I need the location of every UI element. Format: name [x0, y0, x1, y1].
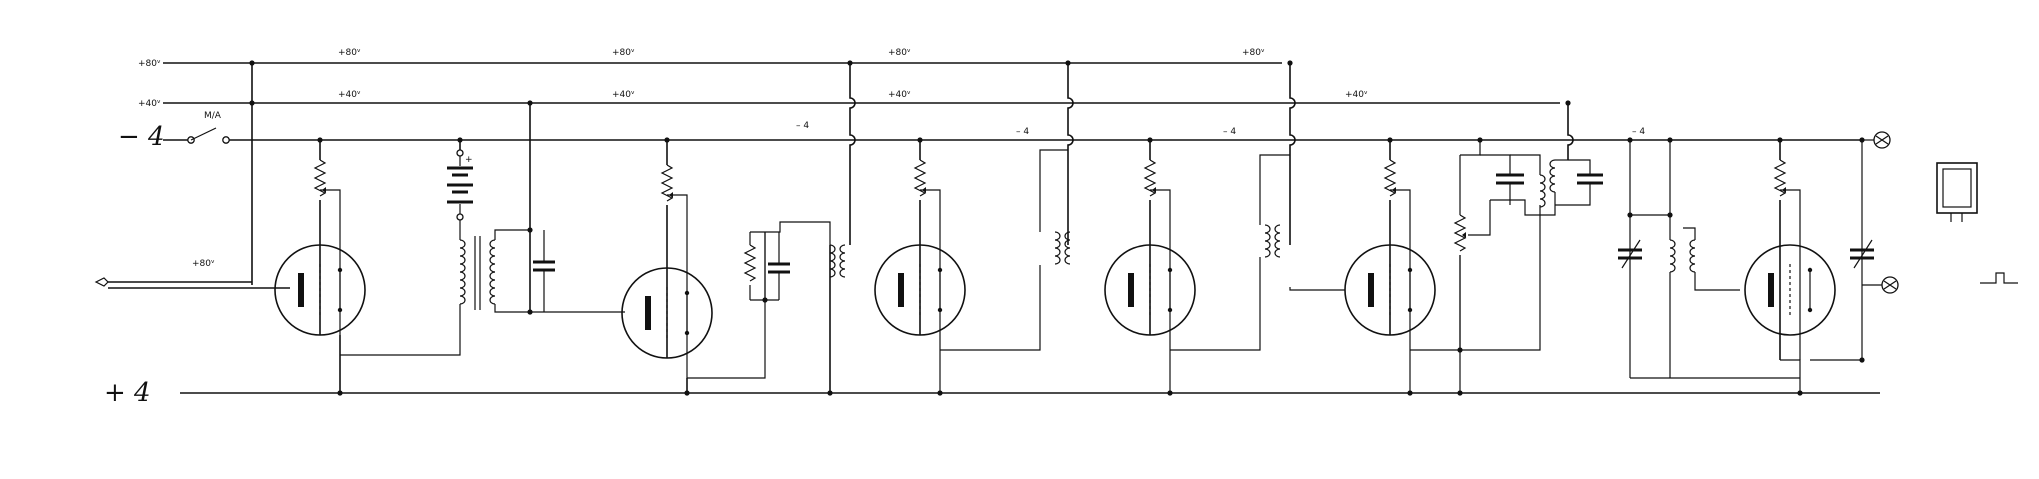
terminal-bottom-icon — [1862, 276, 1899, 294]
rail-labels: +80ᵛ +40ᵛ − 4 + 4 M/A +80ᵛ +80ᵛ +80ᵛ +80… — [104, 48, 1645, 408]
tube-5 — [1289, 137, 1603, 396]
rail-crossovers — [847, 60, 1574, 245]
minus4-label-1: – 4 — [796, 121, 809, 131]
switch-label: M/A — [204, 111, 222, 121]
plus80-label-1: +80ᵛ — [338, 48, 361, 58]
plus80-label-3: +80ᵛ — [888, 48, 911, 58]
plus40-label-4: +40ᵛ — [1345, 90, 1368, 100]
aerial-symbol-icon — [1980, 272, 2018, 284]
supply-rails — [163, 60, 1880, 394]
rail-plus80-label: +80ᵛ — [138, 59, 161, 69]
plus80-label-4: +80ᵛ — [1242, 48, 1265, 58]
output-tube — [1744, 244, 1836, 336]
tube-6-output — [1618, 137, 1874, 396]
output-terminals — [1862, 131, 1899, 294]
rail-minus4-label: − 4 — [118, 122, 165, 152]
terminal-top-icon — [1862, 131, 1891, 149]
tube-1 — [274, 137, 461, 396]
rail-plus4-label: + 4 — [104, 378, 151, 408]
plus80-label-2: +80ᵛ — [612, 48, 635, 58]
minus4-label-3: – 4 — [1223, 127, 1236, 137]
minus4-label-4: – 4 — [1632, 127, 1645, 137]
loop-antenna-icon — [1936, 162, 1978, 222]
battery-transformer — [447, 100, 625, 345]
tube-3 — [874, 137, 1071, 396]
plus40-label-3: +40ᵛ — [888, 90, 911, 100]
plus80-antenna-label: +80ᵛ — [192, 259, 215, 269]
plus40-label-2: +40ᵛ — [612, 90, 635, 100]
battery-plus-label: + — [465, 155, 473, 165]
rail-plus40-label: +40ᵛ — [138, 99, 161, 109]
antenna-input — [94, 277, 290, 289]
plus40-label-1: +40ᵛ — [338, 90, 361, 100]
tube-2 — [621, 137, 846, 396]
tube-4 — [1104, 137, 1290, 396]
minus4-label-2: – 4 — [1016, 127, 1029, 137]
